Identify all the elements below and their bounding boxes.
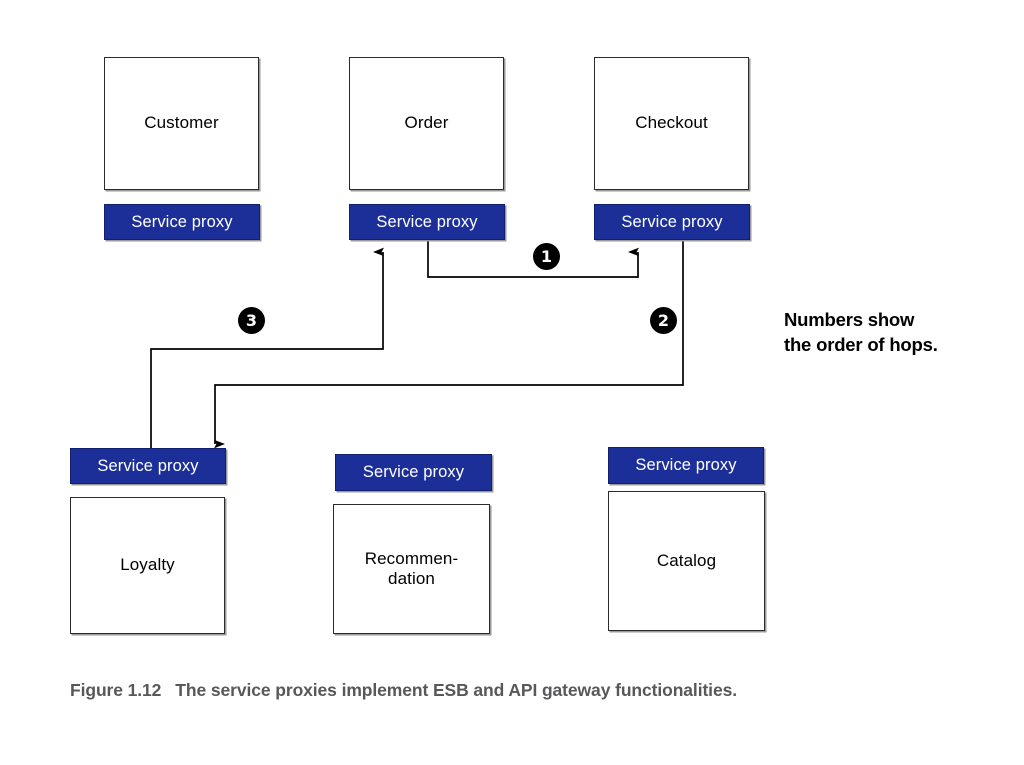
service-box-label: Customer xyxy=(144,113,219,133)
service-box-checkout: Checkout xyxy=(594,57,749,190)
service-box-label-line2: dation xyxy=(388,569,435,588)
hop-badge-3: 3 xyxy=(238,307,265,334)
proxy-bar-loyalty: Service proxy xyxy=(70,448,226,484)
service-box-catalog: Catalog xyxy=(608,491,765,631)
proxy-bar-recommendation: Service proxy xyxy=(335,454,492,491)
service-box-label: Checkout xyxy=(635,113,708,133)
proxy-bar-label: Service proxy xyxy=(97,456,199,475)
service-box-customer: Customer xyxy=(104,57,259,190)
proxy-bar-label: Service proxy xyxy=(635,456,737,475)
proxy-bar-label: Service proxy xyxy=(621,212,723,231)
figure-caption-label: Figure 1.12 xyxy=(70,680,162,700)
figure-caption: Figure 1.12 The service proxies implement… xyxy=(70,678,870,703)
proxy-bar-label: Service proxy xyxy=(376,212,478,231)
service-box-label: Loyalty xyxy=(120,555,175,575)
connector-hop-2 xyxy=(214,241,684,449)
proxy-bar-label: Service proxy xyxy=(131,212,233,231)
service-box-label-line1: Recommen- xyxy=(364,548,459,568)
figure-caption-text: The service proxies implement ESB and AP… xyxy=(175,680,737,700)
proxy-bar-catalog: Service proxy xyxy=(608,447,764,484)
hop-badge-2: 2 xyxy=(650,307,677,334)
proxy-bar-customer: Service proxy xyxy=(104,204,260,240)
annotation-line-2: the order of hops. xyxy=(784,333,938,355)
annotation-note: Numbers show the order of hops. xyxy=(784,308,1014,358)
service-box-loyalty: Loyalty xyxy=(70,497,225,634)
hop-badge-1: 1 xyxy=(533,243,560,270)
service-box-label: Catalog xyxy=(656,550,717,570)
service-box-label: Order xyxy=(404,113,449,133)
annotation-line-1: Numbers show xyxy=(784,309,915,330)
proxy-bar-order: Service proxy xyxy=(349,204,505,240)
service-box-order: Order xyxy=(349,57,504,190)
connector-hop-3 xyxy=(150,247,384,448)
service-box-label-multiline: Recommen- dation xyxy=(361,549,462,590)
service-box-recommendation: Recommen- dation xyxy=(333,504,490,634)
proxy-bar-label: Service proxy xyxy=(362,463,465,482)
proxy-bar-checkout: Service proxy xyxy=(594,204,750,240)
